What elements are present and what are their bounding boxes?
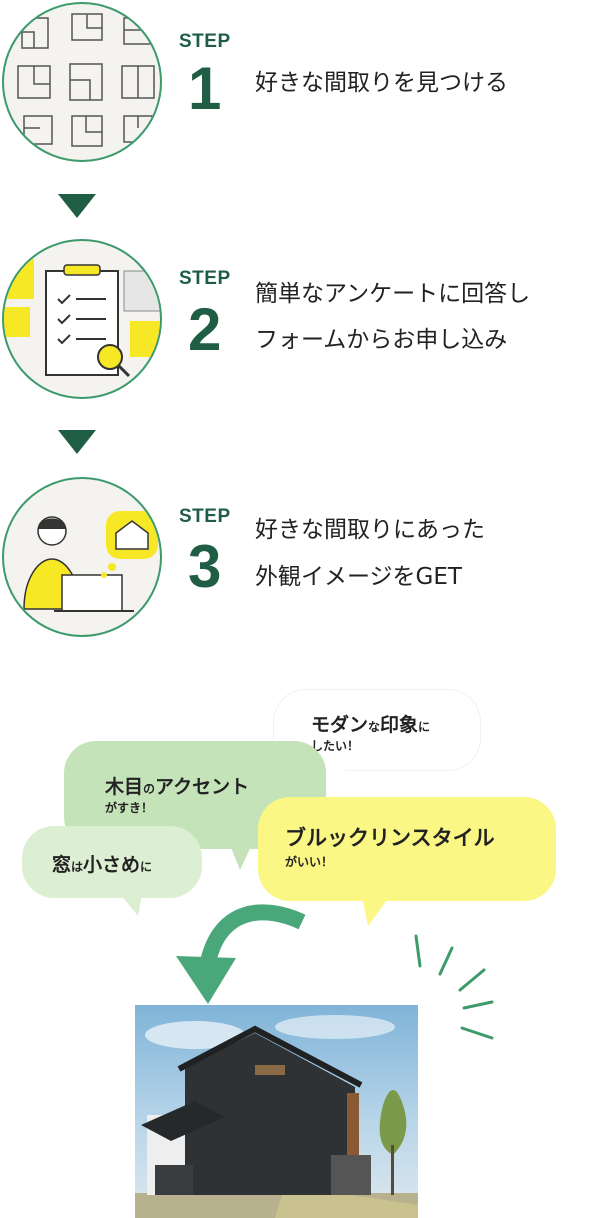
bubble-window-particle: は <box>71 860 84 874</box>
bubble-window-main2: 小さめ <box>83 854 141 876</box>
bubble-window-text: 窓は小さめに <box>52 850 152 877</box>
step-1-number: 1 <box>188 55 222 122</box>
person-laptop-icon <box>23 511 158 612</box>
bubble-tail-icon <box>120 894 142 916</box>
bubble-wood-main: 木目 <box>105 776 144 798</box>
clipboard-icon <box>4 259 160 378</box>
step-3-text-line-2: 外観イメージをGET <box>255 564 462 590</box>
step-2-questionnaire-image <box>2 239 162 399</box>
step-3-text-line-1: 好きな間取りにあった <box>255 517 485 543</box>
step-3-label: STEP <box>179 506 231 527</box>
bubble-modern-main2: 印象 <box>380 714 419 736</box>
step-2-text-line-2: フォームからお申し込み <box>255 327 508 353</box>
bubble-modern-text: モダンな印象に <box>311 710 430 737</box>
bubble-wood-main2: アクセント <box>155 776 250 798</box>
bubble-brooklyn-text: ブルックリンスタイル <box>285 826 495 850</box>
bubble-window-particle2: に <box>140 860 153 874</box>
step-2-text-line-1: 簡単なアンケートに回答し <box>255 281 531 307</box>
bubble-tail-icon <box>326 766 350 788</box>
step-3-person-image <box>2 477 162 637</box>
house-exterior-photo <box>135 1005 418 1218</box>
bubble-wood-text: 木目のアクセント <box>105 772 249 799</box>
bubble-tail-icon <box>362 896 390 926</box>
step-3-number: 3 <box>188 533 222 600</box>
step-1-label: STEP <box>179 31 231 52</box>
floorplan-icon <box>17 13 155 147</box>
bubble-modern-particle2: に <box>418 720 431 734</box>
curved-arrow-icon <box>176 904 306 1004</box>
bubble-modern-main: モダン <box>311 714 369 736</box>
bubble-modern-particle: な <box>368 720 381 734</box>
bubble-wood-particle: の <box>143 782 156 796</box>
step-1-text: 好きな間取りを見つける <box>255 70 508 96</box>
house-icon <box>135 1015 418 1218</box>
bubble-tail-icon <box>228 840 254 870</box>
down-arrow-icon <box>58 430 96 454</box>
emphasis-lines-icon <box>414 934 494 1040</box>
step-2-number: 2 <box>188 296 222 363</box>
step-2-label: STEP <box>179 268 231 289</box>
bubble-brooklyn-sub: がいい！ <box>285 855 334 869</box>
bubble-modern-sub: したい！ <box>311 739 360 753</box>
bubble-window-main: 窓 <box>52 854 72 876</box>
step-1-floorplan-image <box>2 2 162 162</box>
down-arrow-icon <box>58 194 96 218</box>
bubble-window <box>22 826 202 898</box>
bubble-wood-sub: がすき！ <box>105 801 154 815</box>
bubble-brooklyn <box>258 797 556 901</box>
